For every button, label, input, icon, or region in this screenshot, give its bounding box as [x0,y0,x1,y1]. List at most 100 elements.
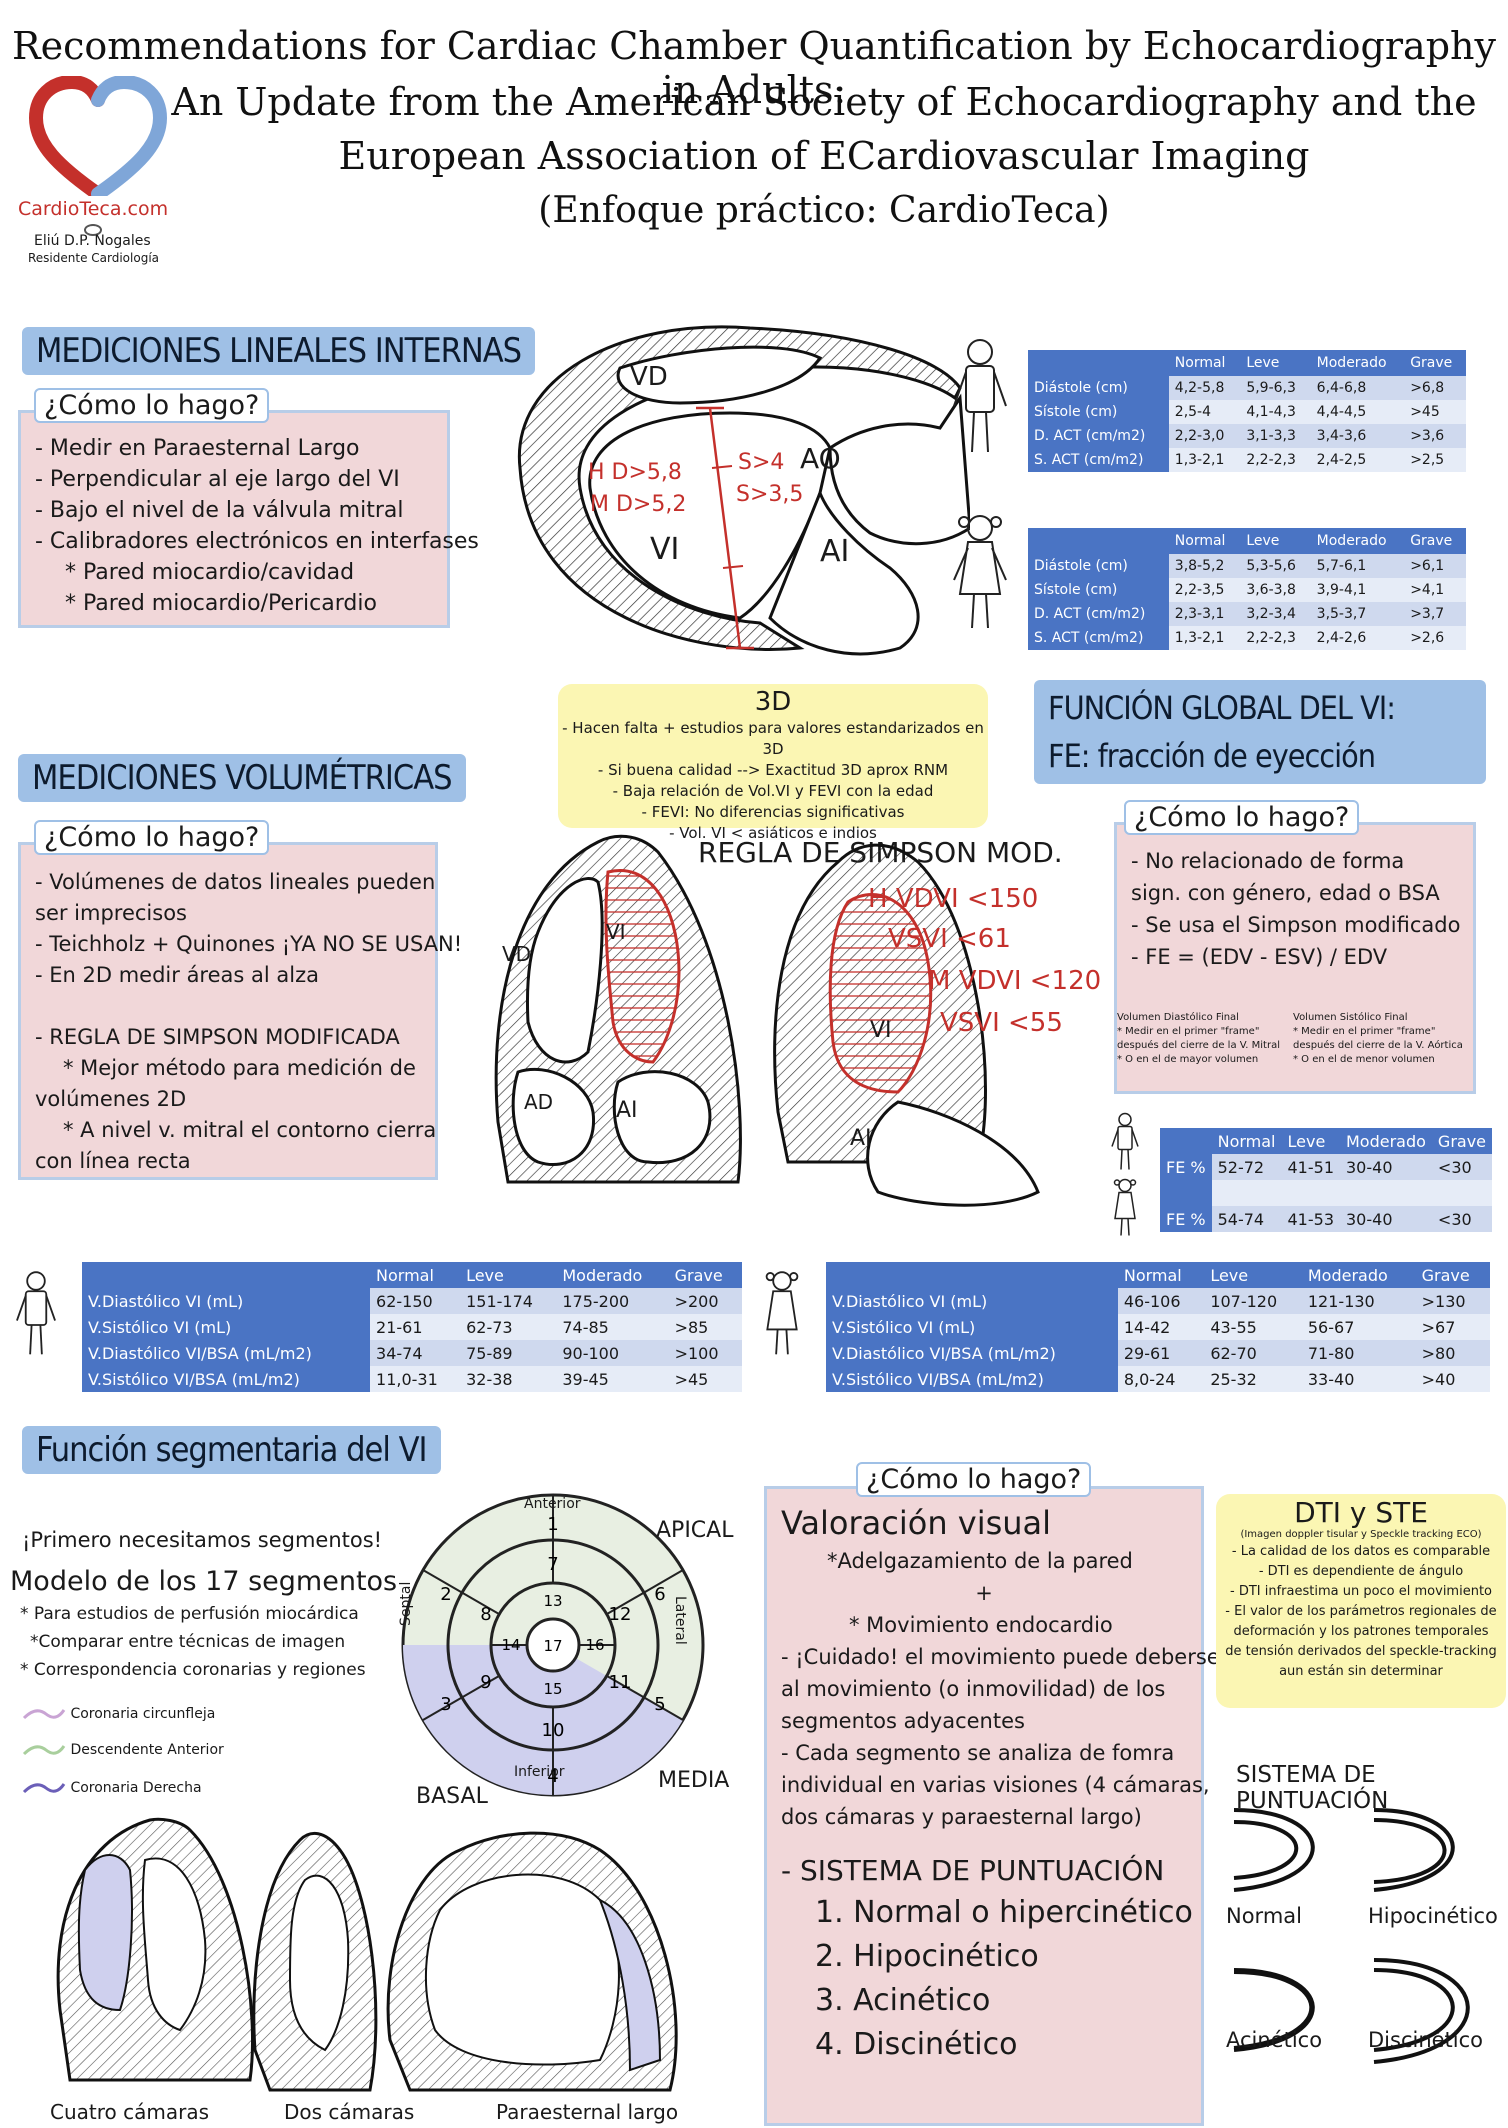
apical-views-diagram: VD VI AD AI VI AI [478,822,1098,1218]
lineales-item: * Pared miocardio/Pericardio [65,591,377,616]
view-label: Cuatro cámaras [50,2100,210,2124]
visual-item: * Movimiento endocardio [849,1613,1113,1637]
svg-text:7: 7 [547,1554,558,1575]
bullseye-media-label: MEDIA [658,1768,730,1793]
segment-first: ¡Primero necesitamos segmentos! [22,1528,383,1552]
volumetricas-howto-box: - Volúmenes de datos lineales pueden ser… [18,842,462,1180]
svg-text:8: 8 [480,1604,491,1625]
dti-item: deformación y los patrones temporales [1233,1624,1489,1639]
simpson-label-vi: VI [606,920,626,944]
legend-label: Coronaria circunfleja [70,1706,216,1722]
tresd-item: - Baja relación de Vol.VI y FEVI con la … [612,782,934,800]
svg-text:12: 12 [609,1604,632,1625]
tresd-title: 3D [754,687,792,717]
svg-text:15: 15 [543,1680,562,1698]
visual-item: individual en varias visiones (4 cámaras… [781,1773,1210,1797]
svg-text:4: 4 [547,1766,558,1787]
label-md: M D>5,2 [590,492,687,517]
simpson-label-vi2: VI [870,1018,892,1043]
female-icon [1110,1178,1140,1242]
logo-dot-icon [84,224,102,236]
funcion-global-howto-label: ¿Cómo lo hago? [1124,800,1360,835]
male-icon [950,338,1010,460]
simpson-value: VSVI <55 [940,1008,1063,1038]
funcion-global-subtitle: FE: fracción de eyección [1048,737,1376,775]
legend-circunfleja: Coronaria circunfleja [22,1706,215,1722]
svg-text:14: 14 [501,1636,520,1654]
fe-item: - No relacionado de forma [1131,849,1405,873]
lineales-item: - Medir en Paraesternal Largo [35,436,360,461]
vol-item [35,991,421,1022]
fe-item: sign. con género, edad o BSA [1131,881,1440,905]
tresd-item: - Vol. VI < asiáticos e indios [669,824,877,842]
svg-text:17: 17 [543,1637,562,1655]
simpson-label-ai2: AI [850,1126,872,1151]
vol-item: * Mejor método para medición de [63,1056,416,1080]
score-item: 1. Normal o hipercinético [815,1895,1193,1930]
view-label: Paraesternal largo [496,2100,679,2124]
simpson-label-vd: VD [502,942,532,966]
author-role: Residente Cardiología [28,251,160,265]
cardioteca-logo [28,74,168,201]
svg-text:9: 9 [480,1672,491,1693]
label-vd: VD [630,362,668,392]
edv-note: Volumen Diastólico Final* Medir en el pr… [1117,1012,1280,1065]
segment-model-title: Modelo de los 17 segmentos [10,1566,398,1597]
bullseye-septal-label: Septal [398,1581,414,1626]
motion-curves [1224,1800,1508,2100]
segment-model-item: * Para estudios de perfusión miocárdica [20,1604,359,1624]
svg-text:5: 5 [654,1694,665,1715]
funcion-global-howto-box: - No relacionado de forma sign. con géne… [1114,822,1476,1094]
vol-item: con línea recta [35,1149,191,1173]
col-header: Leve [1240,528,1311,554]
lineales-item: - Perpendicular al eje largo del VI [35,467,400,492]
label-ai: AI [820,534,850,569]
bullseye-apical-label: APICAL [656,1518,734,1543]
visual-item: al movimiento (o inmovilidad) de los [781,1677,1166,1701]
motion-label: Discinético [1368,2028,1484,2052]
svg-text:3: 3 [440,1694,451,1715]
svg-text:13: 13 [543,1592,562,1610]
label-vi: VI [650,532,680,567]
bullseye-anterior-label: Anterior [524,1496,581,1512]
visual-title: Valoración visual [781,1504,1052,1542]
label-s2: S>3,5 [736,482,804,507]
esv-note: Volumen Sistólico Final* Medir en el pri… [1293,1012,1463,1065]
lineales-item: - Bajo el nivel de la válvula mitral [35,498,404,523]
score-item: 4. Discinético [815,2027,1018,2062]
dti-item: (Imagen doppler tisular y Speckle tracki… [1240,1529,1482,1540]
score-item: 3. Acinético [815,1983,991,2018]
poster-title-line2: An Update from the American Society of E… [171,80,1477,124]
score-item: 2. Hipocinético [815,1939,1039,1974]
dti-item: - DTI es dependiente de ángulo [1258,1564,1464,1579]
svg-text:2: 2 [440,1584,451,1605]
poster-title-line4: (Enfoque práctico: CardioTeca) [538,190,1110,231]
lineales-banner: MEDICIONES LINEALES INTERNAS [22,327,536,375]
tresd-note: 3D - Hacen falta + estudios para valores… [558,684,988,842]
col-header: Normal [1168,350,1241,376]
visual-item: *Adelgazamiento de la pared [827,1549,1133,1573]
simpson-label-ad: AD [524,1090,554,1114]
segmentaria-banner: Función segmentaria del VI [22,1426,441,1474]
svg-text:11: 11 [609,1672,632,1693]
funcion-global-banner: FUNCIÓN GLOBAL DEL VI: FE: fracción de e… [1034,680,1486,784]
visual-item: - Cada segmento se analiza de fomra [781,1741,1175,1765]
vol-item: - En 2D medir áreas al alza [35,963,319,987]
dti-item: de tensión derivados del speckle-trackin… [1225,1644,1497,1659]
male-icon [1110,1112,1140,1176]
parasternal-diagram: VD AO VI AI H D>5,8 M D>5,2 S>4 S>3,5 [500,318,972,663]
svg-text:6: 6 [654,1584,665,1605]
female-icon [950,514,1010,636]
visual-item: + [975,1581,993,1605]
col-header: Grave [1404,528,1466,554]
